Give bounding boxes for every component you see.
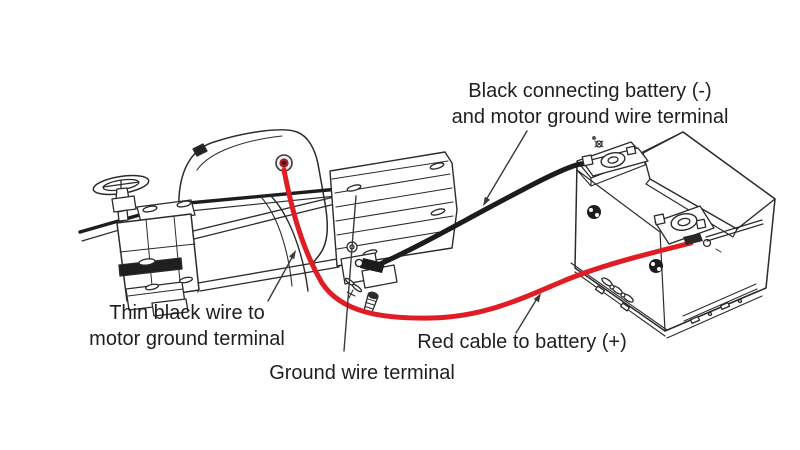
leader-red-cable <box>515 296 539 334</box>
red-positive-cable <box>281 167 694 321</box>
leader-ground-terminal <box>343 195 357 352</box>
label-red-cable: Red cable to battery (+) <box>417 331 627 353</box>
arrowhead <box>483 196 491 206</box>
winch-right-assembly <box>329 151 458 289</box>
battery-positive-terminal <box>653 205 764 253</box>
label-negative-cable-line1: Black connecting battery (-) <box>468 80 712 102</box>
ground-wire-terminal-parts <box>344 277 379 314</box>
black-negative-cable <box>354 161 594 273</box>
battery-negative-terminal <box>581 136 649 177</box>
leader-thin-black-wire <box>267 253 295 302</box>
motor-top-nub <box>192 143 208 157</box>
battery-face-details <box>570 205 763 339</box>
negative-wing-nut <box>592 136 604 148</box>
hold-down-rod <box>705 219 764 242</box>
arrowhead <box>533 293 541 303</box>
label-thin-black-wire-line1: Thin black wire to <box>109 302 265 324</box>
label-thin-black-wire: Thin black wire to motor ground terminal <box>37 300 337 352</box>
label-negative-cable: Black connecting battery (-) and motor g… <box>420 78 760 130</box>
leader-lines <box>267 130 541 352</box>
arrowhead <box>289 250 296 260</box>
label-negative-cable-line2: and motor ground wire terminal <box>451 106 729 128</box>
red-cable-lug <box>683 233 703 245</box>
leader-negative-cable <box>485 130 528 201</box>
ground-screw <box>363 291 379 314</box>
clutch-hand-wheel <box>92 174 150 222</box>
gear-housing <box>116 199 200 317</box>
winch-illustration <box>78 129 458 317</box>
black-cable-lug <box>360 258 385 273</box>
label-thin-black-wire-line2: motor ground terminal <box>89 328 285 350</box>
label-ground-terminal: Ground wire terminal <box>269 362 455 384</box>
